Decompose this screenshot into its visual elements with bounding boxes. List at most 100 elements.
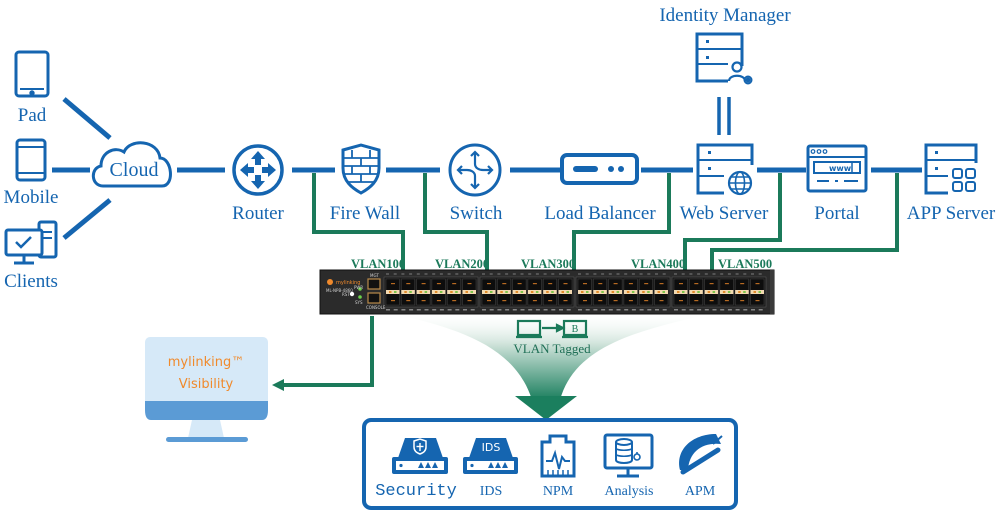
sfp-port-led-strip <box>735 290 749 294</box>
console-label: CONSOLE <box>366 305 386 310</box>
web-portal-icon: www <box>806 144 868 193</box>
port-number-label <box>674 309 678 311</box>
sfp-port-led <box>470 291 473 293</box>
sfp-port-led-strip <box>527 290 542 294</box>
ids-badge-label: IDS <box>481 441 501 454</box>
port-number-label <box>735 309 740 311</box>
port-number-label <box>697 309 702 311</box>
sfp-port-latch <box>694 283 699 285</box>
sfp-port-led <box>738 291 741 293</box>
vlan100-label: VLAN100 <box>351 257 406 271</box>
port-number-label <box>470 309 475 311</box>
database-analysis-icon <box>603 433 654 478</box>
port-number-label <box>616 309 621 311</box>
tool-security-label: Security <box>375 482 457 501</box>
sfp-port-led <box>561 291 564 293</box>
port-number-label <box>593 309 598 311</box>
sfp-port-latch <box>467 283 472 285</box>
port-indicator <box>616 273 620 275</box>
port-number-label <box>409 309 414 311</box>
port-number-label <box>559 309 563 311</box>
sfp-port-led-strip <box>416 290 431 294</box>
security-appliance-icon <box>392 438 448 474</box>
router-icon <box>232 144 284 196</box>
port-indicator <box>543 273 547 275</box>
sfp-port-latch <box>644 283 649 285</box>
sfp-port-latch <box>532 283 537 285</box>
rst-button[interactable] <box>349 291 355 297</box>
sfp-port-latch <box>598 283 603 285</box>
app-server-icon <box>924 143 978 195</box>
monitor-brand-label: mylinking™ <box>167 355 245 370</box>
sfp-port-led-strip <box>512 290 527 294</box>
sfp-port-latch <box>613 283 618 285</box>
cloud-label: Cloud <box>109 159 159 181</box>
sfp-port-latch <box>740 283 745 285</box>
port-indicator <box>712 273 716 275</box>
monitor-product-label: Visibility <box>178 377 234 392</box>
port-number-label <box>662 309 667 311</box>
sfp-port-led <box>455 291 458 293</box>
sfp-port-led <box>631 291 635 293</box>
port-indicator <box>566 273 570 275</box>
sfp-port-led <box>586 291 589 293</box>
sfp-port-led <box>611 291 615 293</box>
switch-label: Switch <box>449 203 503 224</box>
sfp-port-latch <box>548 300 553 302</box>
sfp-port-led-strip <box>558 290 572 294</box>
sfp-port-latch <box>467 300 472 302</box>
sfp-port-led-strip <box>462 290 476 294</box>
brand-logo-icon <box>327 279 333 285</box>
port-number-label <box>601 309 606 311</box>
sfp-port-led-strip <box>689 290 703 294</box>
sfp-port-led <box>450 291 453 293</box>
port-number-label <box>566 309 571 311</box>
identity-manager-label: Identity Manager <box>659 5 791 26</box>
port-indicator <box>424 273 428 275</box>
sfp-port-led <box>697 291 700 293</box>
vlan-tap-lines <box>282 173 899 387</box>
port-indicator <box>497 273 501 275</box>
port-number-label <box>647 309 652 311</box>
port-indicator <box>439 273 443 275</box>
port-indicator <box>624 273 628 275</box>
sfp-port-led-strip <box>431 290 446 294</box>
port-number-label <box>455 309 460 311</box>
sfp-port-latch <box>755 283 760 285</box>
sfp-port-latch <box>421 283 426 285</box>
port-indicator <box>727 273 731 275</box>
sfp-port-latch <box>679 283 683 285</box>
port-number-label <box>712 309 717 311</box>
port-indicator <box>585 273 589 275</box>
sfp-port-led-strip <box>447 290 461 294</box>
sfp-port-latch <box>532 300 537 302</box>
sfp-port-latch <box>709 300 714 302</box>
mobile-label: Mobile <box>3 187 59 208</box>
port-number-label <box>639 309 644 311</box>
port-number-label <box>432 309 437 311</box>
port-number-label <box>681 309 686 311</box>
traffic-funnel <box>395 314 710 400</box>
identity-server-icon <box>695 32 753 85</box>
sfp-port-latch <box>452 283 457 285</box>
web-server-icon <box>696 143 754 196</box>
pad-label: Pad <box>17 105 47 126</box>
sfp-port-latch <box>694 300 699 302</box>
sfp-port-latch <box>406 283 411 285</box>
port-number-label <box>743 309 748 311</box>
tool-apm-label: APM <box>684 484 716 499</box>
sfp-port-latch <box>436 300 441 302</box>
sfp-port-led <box>409 291 412 293</box>
tool-npm-label: NPM <box>542 484 574 499</box>
sfp-port-latch <box>391 300 395 302</box>
port-number-label <box>543 309 548 311</box>
sfp-port-latch <box>724 283 729 285</box>
port-indicator <box>386 273 389 275</box>
sfp-port-led-strip <box>482 290 496 294</box>
port-indicator <box>639 273 643 275</box>
vlan-tag-icon <box>516 319 588 339</box>
sfp-port-latch <box>598 300 603 302</box>
monitor-output-line <box>282 316 374 387</box>
sfp-port-led <box>581 291 584 293</box>
sfp-port-led <box>439 291 443 293</box>
